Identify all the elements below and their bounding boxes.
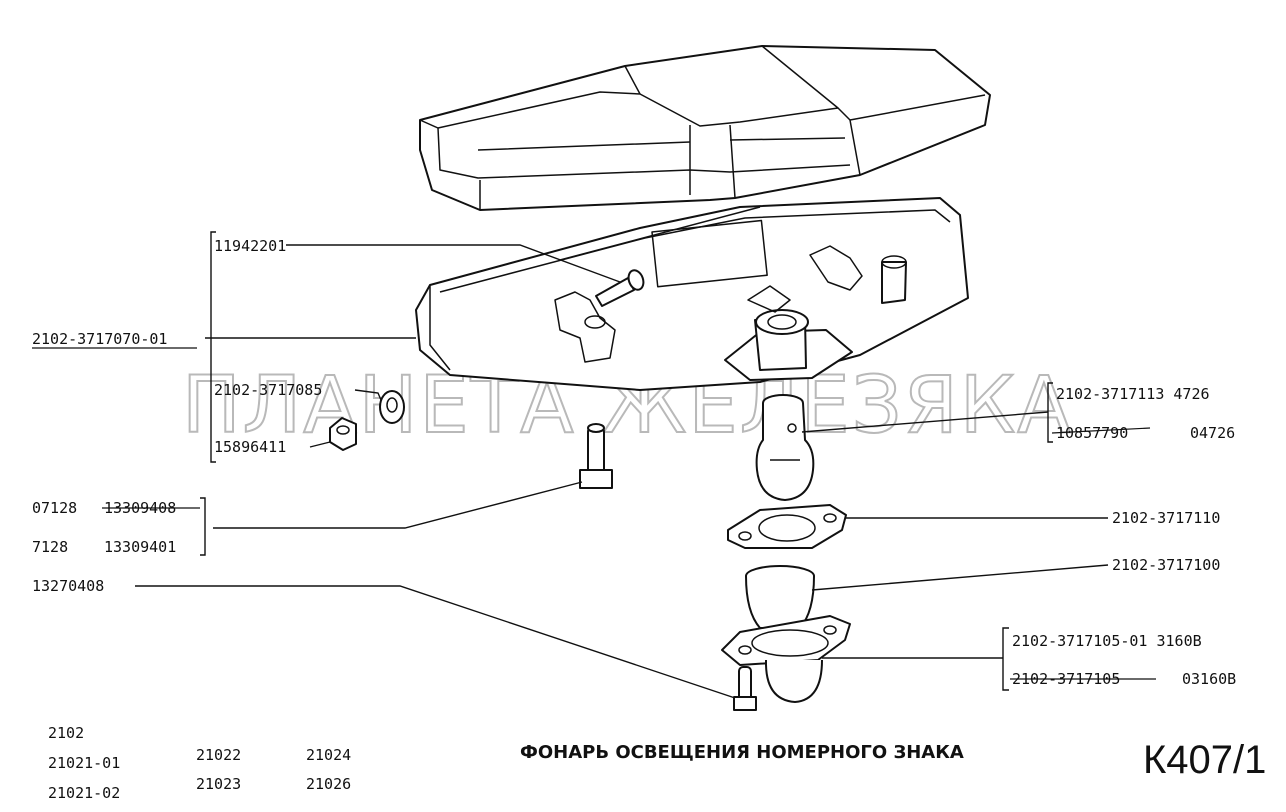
washer-drawing (379, 390, 405, 424)
label-nut: 15896411 (214, 438, 286, 456)
leader-lines (135, 244, 1109, 699)
label-housing: 2102-3717070-01 (32, 330, 167, 348)
model-21026: 21026 (306, 775, 351, 793)
label-11942201: 11942201 (214, 237, 286, 255)
label-bolt-a1: 07128 (32, 499, 77, 517)
bolt-drawing (579, 423, 613, 489)
label-bolt-b1: 7128 (32, 538, 68, 556)
housing-drawing (415, 197, 969, 391)
screw-11942201-drawing (595, 269, 645, 307)
screw-13270408-drawing (733, 666, 757, 711)
label-lamp-a: 2102-3717113 4726 (1056, 385, 1210, 403)
label-lamp-b2: 04726 (1190, 424, 1235, 442)
label-holder-b2: 03160B (1182, 670, 1236, 688)
catalog-code: К407/1 (1143, 738, 1266, 782)
label-lamp-b1: 10857790 (1056, 424, 1128, 442)
model-21024: 21024 (306, 746, 351, 764)
model-21021-01: 21021-01 (48, 754, 120, 772)
holder-drawing (721, 615, 851, 703)
label-13270408: 13270408 (32, 577, 104, 595)
brackets (200, 231, 1053, 691)
diagram-title: ФОНАРЬ ОСВЕЩЕНИЯ НОМЕРНОГО ЗНАКА (520, 742, 964, 763)
label-lens: 2102-3717100 (1112, 556, 1220, 574)
lens-drawing (745, 565, 815, 629)
lamp-drawing (755, 394, 815, 501)
model-21022: 21022 (196, 746, 241, 764)
gasket-drawing (727, 504, 847, 549)
model-2102: 2102 (48, 724, 84, 742)
top-cover-drawing (419, 45, 991, 211)
label-washer: 2102-3717085 (214, 381, 322, 399)
model-21023: 21023 (196, 775, 241, 793)
label-holder-a: 2102-3717105-01 3160B (1012, 632, 1202, 650)
lamp-b1-strike (1051, 427, 1151, 434)
model-21021-02: 21021-02 (48, 784, 120, 802)
label-bolt-b2: 13309401 (104, 538, 176, 556)
label-gasket: 2102-3717110 (1112, 509, 1220, 527)
